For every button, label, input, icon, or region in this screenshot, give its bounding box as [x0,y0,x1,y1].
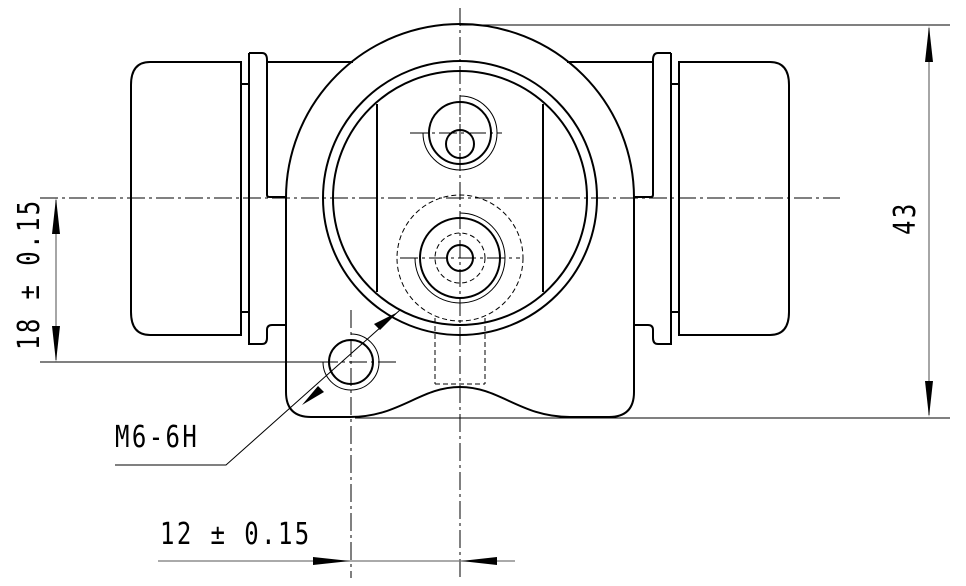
dim-18-label: 18 ± 0.15 [12,198,47,350]
dim-18 [52,198,60,362]
extension-lines [40,24,950,419]
right-boot [567,52,790,345]
dim-12-label: 12 ± 0.15 [160,517,312,552]
thread-leader [115,309,401,466]
dim-43-label: 43 [888,201,923,235]
bleed-port [410,95,502,171]
threaded-hole [320,310,400,578]
dim-43 [925,26,933,417]
hidden-passage [434,318,486,385]
left-boot [130,52,353,345]
dim-12 [158,557,515,565]
thread-callout-label: M6-6H [115,420,200,455]
